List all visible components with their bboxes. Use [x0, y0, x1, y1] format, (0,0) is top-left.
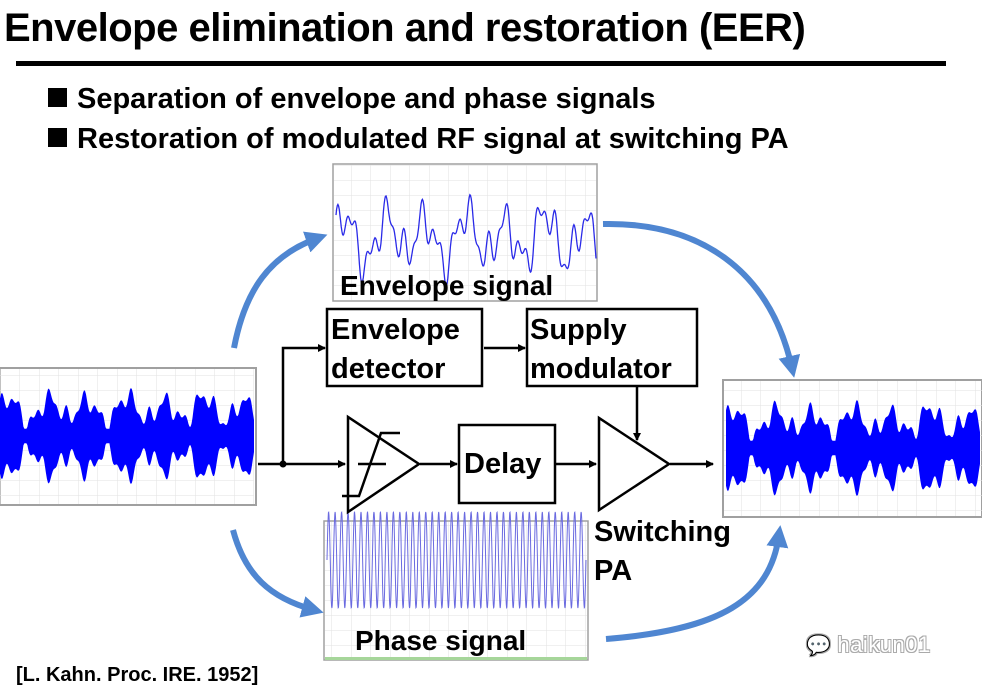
- slide-title: Envelope elimination and restoration (EE…: [4, 6, 806, 50]
- arrow-to-phase: [230, 529, 324, 618]
- title-underline: [16, 61, 946, 66]
- phase-waveform: [326, 510, 587, 610]
- envelope-detector-block: Envelope detector: [325, 307, 484, 388]
- arrow-envelope-to-output: [602, 220, 801, 378]
- bullet-text: Separation of envelope and phase signals: [77, 83, 656, 115]
- envelope-detector-label-line2: detector: [331, 353, 445, 385]
- output-signal-plot: [722, 379, 982, 518]
- bullet-square-icon: [48, 88, 67, 107]
- envelope-detector-label-line1: Envelope: [331, 314, 460, 346]
- arrow-phase-to-output: [605, 525, 789, 642]
- phase-signal-label: Phase signal: [355, 625, 526, 656]
- citation: [L. Kahn. Proc. IRE. 1952]: [16, 664, 259, 686]
- bullet-text: Restoration of modulated RF signal at sw…: [77, 123, 789, 155]
- supply-modulator-label-line1: Supply: [530, 314, 627, 346]
- arrow-to-envelope: [231, 231, 328, 349]
- bullet-square-icon: [48, 128, 67, 147]
- supply-modulator-block: Supply modulator: [525, 307, 699, 388]
- input-signal-plot: [0, 367, 257, 506]
- envelope-signal-plot: Envelope signal: [332, 163, 598, 302]
- envelope-signal-label: Envelope signal: [340, 270, 553, 301]
- watermark-text: haikun01: [837, 632, 931, 657]
- switching-pa-label-line1: Switching: [594, 516, 731, 548]
- limiter-amplifier-icon: [342, 414, 422, 515]
- watermark: 💬haikun01: [806, 632, 931, 658]
- delay-label: Delay: [464, 448, 541, 480]
- supply-modulator-label-line2: modulator: [530, 353, 672, 385]
- bullet-2: Restoration of modulated RF signal at sw…: [48, 121, 789, 157]
- junction-dot: [279, 460, 287, 468]
- phase-signal-plot: Phase signal: [323, 510, 589, 661]
- output-waveform: [726, 399, 980, 497]
- switching-pa-icon: Switching PA: [594, 415, 731, 587]
- wechat-icon: 💬: [806, 635, 832, 657]
- delay-block: Delay: [457, 423, 557, 505]
- branch-to-detector: [281, 344, 326, 464]
- input-waveform: [0, 387, 254, 485]
- envelope-waveform: [335, 193, 597, 287]
- switching-pa-label-line2: PA: [594, 555, 632, 587]
- bullet-1: Separation of envelope and phase signals: [48, 81, 656, 117]
